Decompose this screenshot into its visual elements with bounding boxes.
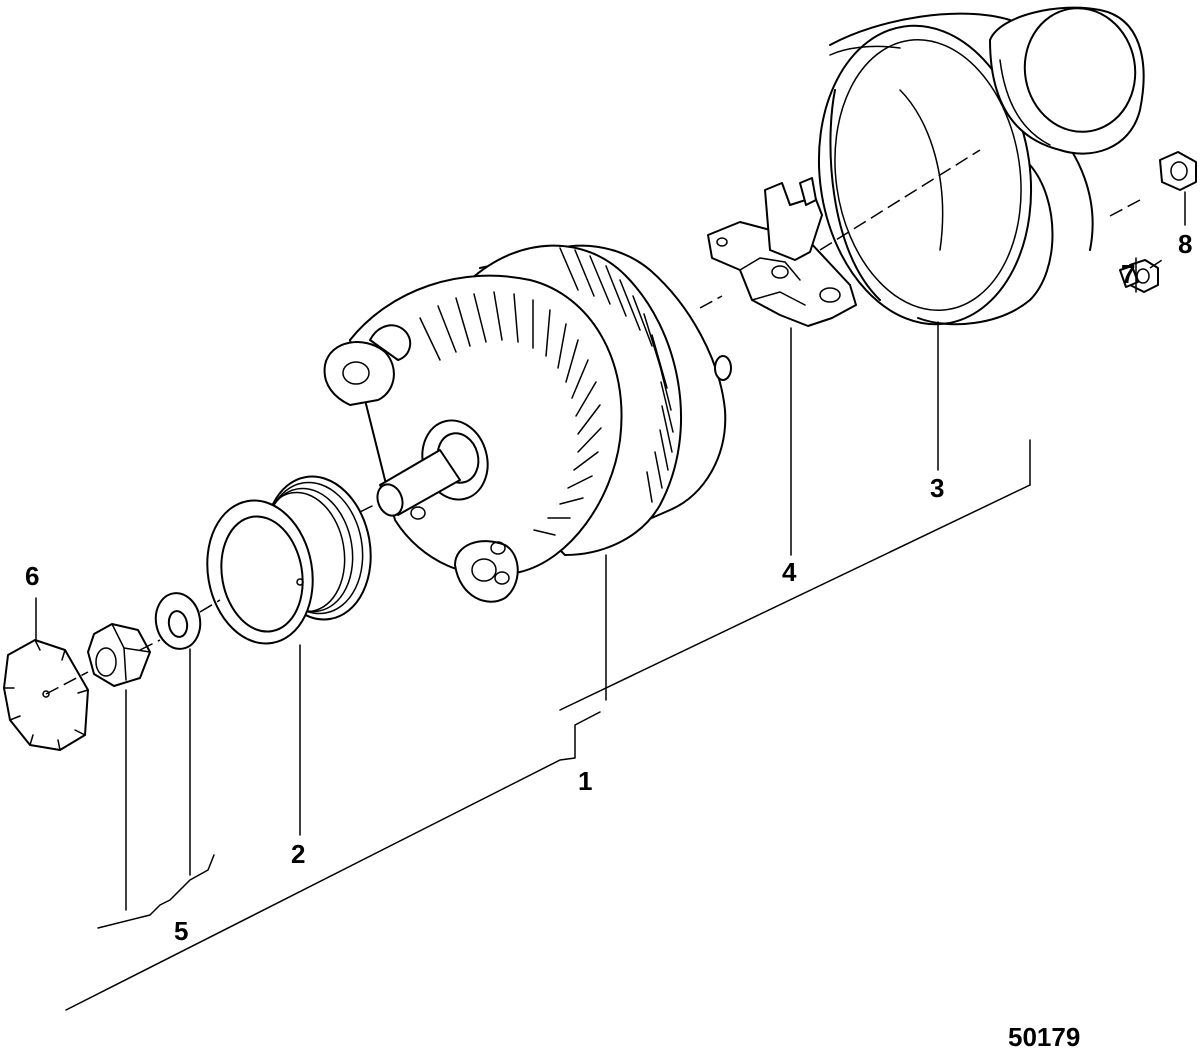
callout-2: 2 bbox=[291, 839, 305, 869]
lock-washer bbox=[154, 592, 202, 650]
callout-labels: 1 2 3 4 5 6 7 8 bbox=[25, 229, 1192, 946]
leader-lines bbox=[35, 191, 1186, 1011]
hex-nut-8 bbox=[1159, 151, 1197, 191]
callout-5: 5 bbox=[174, 916, 188, 946]
fan-shroud bbox=[817, 6, 1145, 326]
voltage-regulator bbox=[707, 177, 857, 327]
assembly-centerline bbox=[45, 149, 1163, 695]
callout-4: 4 bbox=[782, 557, 797, 587]
callout-6: 6 bbox=[25, 561, 39, 591]
callout-1: 1 bbox=[578, 766, 592, 796]
pulley bbox=[206, 475, 372, 645]
pulley-nut bbox=[87, 623, 151, 687]
callout-8: 8 bbox=[1178, 229, 1192, 259]
figure-number: 50179 bbox=[1008, 1022, 1080, 1052]
callout-7: 7 bbox=[1121, 259, 1135, 289]
callout-3: 3 bbox=[930, 473, 944, 503]
alternator-assembly bbox=[323, 244, 732, 603]
nut-cover-cap bbox=[3, 639, 89, 751]
